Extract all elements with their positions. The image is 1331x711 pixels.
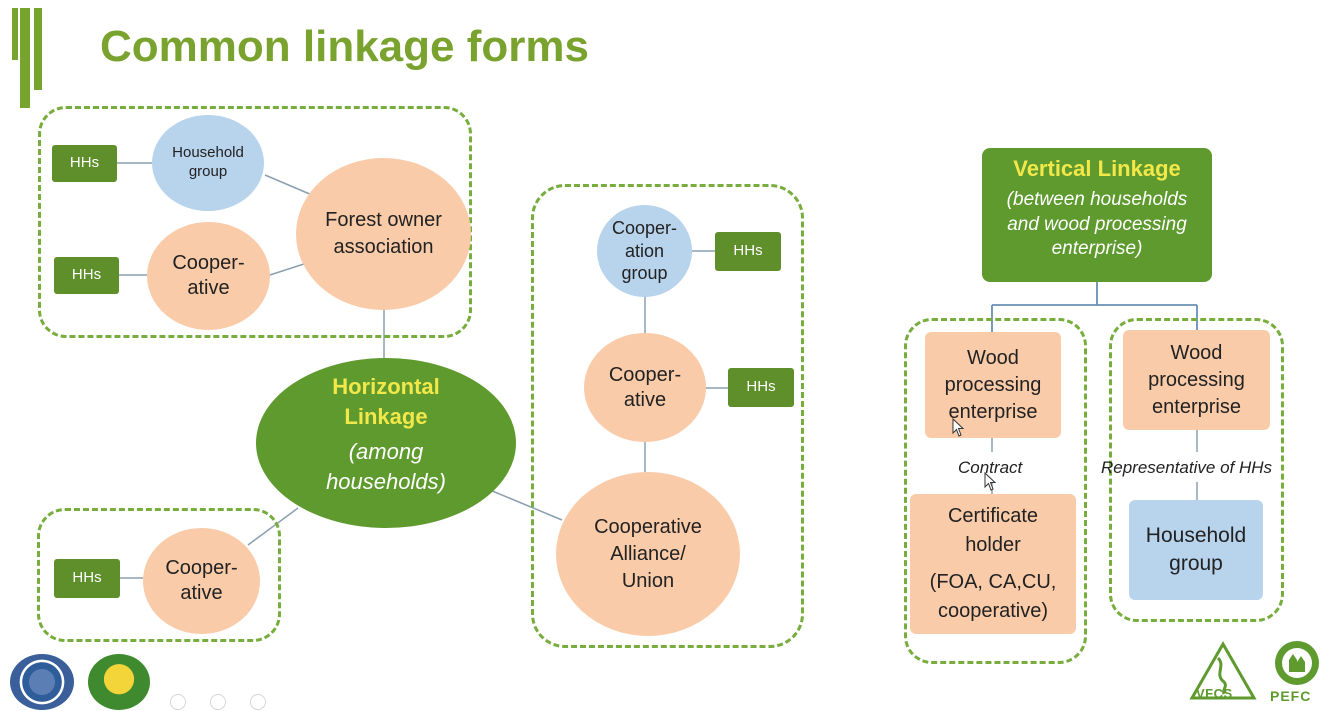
pefc-label: PEFC <box>1270 688 1312 704</box>
hhs-box: HHs <box>54 257 119 294</box>
contract-label: Contract <box>958 458 1023 477</box>
vertical-linkage-box: Vertical Linkage (between households and… <box>982 148 1212 282</box>
vfcs-label: VFCS <box>1196 686 1233 701</box>
horizontal-heading-line1: Horizontal <box>332 374 440 399</box>
more-icon[interactable] <box>250 694 266 710</box>
horizontal-sub-line1: (among <box>348 439 424 465</box>
top-group-container <box>38 106 472 338</box>
zoom-icon[interactable] <box>170 694 186 710</box>
vertical-right-container <box>1109 318 1284 622</box>
forest-owner-association-node: Forest owner association <box>296 158 471 310</box>
certificate-holder-title: Certificate holder <box>947 505 1039 556</box>
horizontal-sub-line2: households) <box>326 469 446 495</box>
right-group-container <box>531 184 804 648</box>
horizontal-linkage-node: Horizontal Linkage (among households) <box>256 358 516 528</box>
vertical-left-container <box>904 318 1087 664</box>
horizontal-heading-line2: Linkage <box>344 403 428 429</box>
wood-processing-enterprise-node: Wood processing enterprise <box>1123 330 1270 430</box>
cooperation-group-node: Cooper-ation group <box>597 205 692 297</box>
decor-bar-3 <box>34 8 42 90</box>
certificate-holder-sub: (FOA, CA,CU, cooperative) <box>929 571 1057 622</box>
cursor-icon <box>984 472 997 491</box>
forestry-logo <box>88 654 150 710</box>
household-group-node: Household group <box>152 115 264 211</box>
line-household-group-foa <box>264 174 313 196</box>
pefc-logo <box>1275 641 1319 685</box>
wood-processing-enterprise-node: Wood processing enterprise <box>925 332 1061 438</box>
cooperative-alliance-node: Cooperative Alliance/ Union <box>556 472 740 636</box>
representative-label: Representative of HHs <box>1101 458 1273 477</box>
university-logo <box>10 654 74 710</box>
slides-icon[interactable] <box>210 694 226 710</box>
hhs-box: HHs <box>715 232 781 271</box>
hhs-box: HHs <box>54 559 120 598</box>
cooperative-node: Cooper-ative <box>143 528 260 634</box>
cooperative-node: Cooper-ative <box>584 333 706 442</box>
hhs-box: HHs <box>728 368 794 407</box>
cooperative-node: Cooper-ative <box>147 222 270 330</box>
line-horizontal-alliance <box>489 489 563 521</box>
hhs-box: HHs <box>52 145 117 182</box>
bottom-group-container <box>37 508 281 642</box>
page-title: Common linkage forms <box>100 22 589 71</box>
vfcs-logo <box>1189 640 1257 700</box>
vertical-heading: Vertical Linkage <box>1013 156 1181 181</box>
vertical-subtitle: (between households and wood processing … <box>1006 189 1188 260</box>
cursor-icon <box>952 418 965 437</box>
certificate-holder-node: Certificate holder (FOA, CA,CU, cooperat… <box>910 494 1076 634</box>
decor-bar-2 <box>20 8 30 108</box>
decor-bar-1 <box>12 8 18 60</box>
household-group-node: Household group <box>1129 500 1263 600</box>
